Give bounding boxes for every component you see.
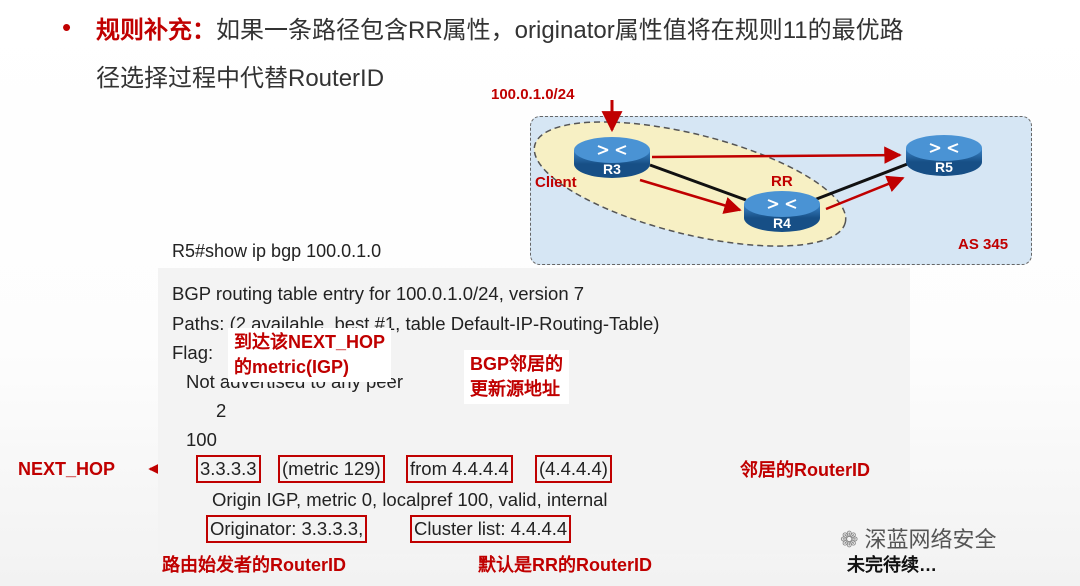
rr-label: RR: [771, 173, 793, 190]
output-line-8: Origin IGP, metric 0, localpref 100, val…: [212, 489, 608, 510]
watermark: ❁ 深蓝网络安全: [840, 522, 997, 554]
link-r3-r4: [649, 163, 747, 202]
rule-text: 如果一条路径包含RR属性，originator属性值将在规则11的最优路: [216, 17, 904, 44]
show-command: R5#show ip bgp 100.0.1.0: [172, 241, 382, 261]
arrow-r4-r5: [825, 175, 905, 211]
bgp-output-box: [158, 268, 910, 554]
router-r3-label: R3: [603, 161, 621, 177]
router-r5-label: R5: [935, 159, 953, 175]
client-label: Client: [535, 174, 577, 191]
metric-note-line-2: 的metric(IGP): [234, 357, 350, 377]
bullet-dot: •: [62, 12, 72, 42]
cluster-note: 默认是RR的RouterID: [478, 555, 652, 575]
output-line-5: 2: [216, 400, 227, 421]
neighbor-routerid-label: 邻居的RouterID: [740, 460, 870, 480]
output-line-6: 100: [186, 429, 217, 450]
router-r3-icon: [574, 137, 650, 178]
rule-line-2: 径选择过程中代替RouterID: [96, 65, 385, 92]
metric-note-line-1: 到达该NEXT_HOP: [234, 332, 386, 352]
nexthop-value-box: 3.3.3.3: [196, 455, 261, 483]
bgp-source-note: BGP邻居的 更新源地址: [464, 350, 570, 404]
originator-box: Originator: 3.3.3.3,: [206, 515, 368, 543]
watermark-text: 深蓝网络安全: [864, 527, 997, 552]
router-r4-label: R4: [773, 215, 791, 231]
rule-title: 规则补充：: [96, 17, 216, 44]
nexthop-label: NEXT_HOP: [18, 459, 116, 479]
metric-note: 到达该NEXT_HOP 的metric(IGP): [228, 328, 392, 382]
output-line-1: BGP routing table entry for 100.0.1.0/24…: [172, 283, 585, 304]
prefix-label: 100.0.1.0/24: [491, 86, 575, 103]
output-line-3: Flag:: [172, 342, 214, 363]
bgp-note-line-2: 更新源地址: [470, 379, 560, 399]
as-label: AS 345: [958, 236, 1009, 253]
bgp-note-line-1: BGP邻居的: [470, 354, 564, 374]
metric-value-box: (metric 129): [278, 455, 385, 483]
link-r4-r5: [813, 161, 911, 202]
router-r5-icon: [906, 135, 982, 176]
arrow-r3-r4: [639, 178, 742, 214]
rule-line-1: 规则补充：如果一条路径包含RR属性，originator属性值将在规则11的最优…: [96, 10, 904, 45]
cluster-list-box: Cluster list: 4.4.4.4: [410, 515, 572, 543]
from-value-box: from 4.4.4.4: [406, 455, 513, 483]
arrow-r3-r5: [651, 146, 902, 164]
to-be-continued: 未完待续…: [847, 555, 937, 575]
router-r4-icon: [744, 191, 820, 232]
wechat-icon: ❁: [840, 527, 865, 552]
routerid-value-box: (4.4.4.4): [535, 455, 612, 483]
originator-note: 路由始发者的RouterID: [162, 555, 346, 575]
